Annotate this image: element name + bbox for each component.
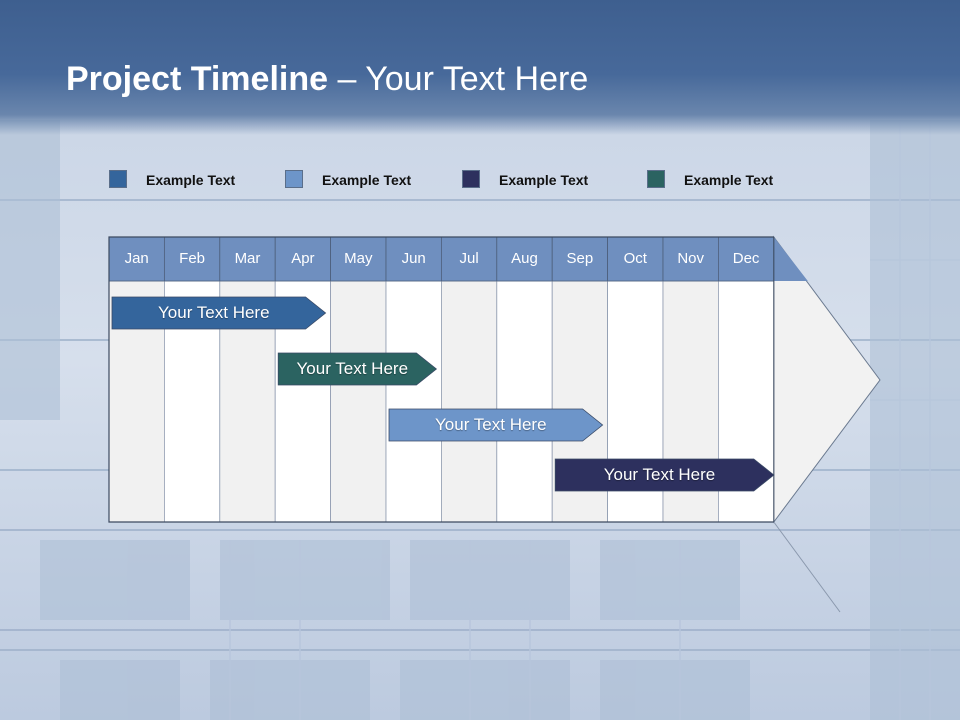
timeline-reflection-line xyxy=(773,521,841,613)
month-header-cell xyxy=(662,236,719,282)
task-bar-label: Your Text Here xyxy=(296,359,409,378)
legend-label: Example Text xyxy=(146,172,236,188)
task-bar xyxy=(554,458,775,492)
legend-label: Example Text xyxy=(684,172,774,188)
month-header-cell xyxy=(385,236,442,282)
timeline-arrow-header-tip xyxy=(773,237,808,281)
month-header-cell xyxy=(440,236,498,282)
task-bar xyxy=(277,352,438,386)
month-header-cell xyxy=(163,236,221,282)
month-column xyxy=(440,280,498,523)
month-column xyxy=(385,280,442,523)
month-label-feb: Feb xyxy=(179,250,206,267)
legend-swatch xyxy=(462,170,480,188)
month-column xyxy=(496,280,553,523)
month-column xyxy=(330,280,387,523)
month-label-jul: Jul xyxy=(459,250,479,267)
legend-swatch xyxy=(647,170,665,188)
month-label-sep: Sep xyxy=(566,250,594,267)
month-label-oct: Oct xyxy=(623,250,647,267)
month-label-jan: Jan xyxy=(124,250,149,267)
month-label-apr: Apr xyxy=(291,250,315,267)
title-bold: Project Timeline xyxy=(66,60,329,98)
month-label-mar: Mar xyxy=(234,250,261,267)
legend-swatch xyxy=(109,170,127,188)
month-label-jun: Jun xyxy=(401,250,426,267)
legend-swatch xyxy=(285,170,303,188)
task-bar xyxy=(388,408,604,442)
month-label-aug: Aug xyxy=(511,250,538,267)
legend-label: Example Text xyxy=(322,172,412,188)
month-header-cell xyxy=(330,236,387,282)
slide-title: Project Timeline – Your Text Here xyxy=(66,60,588,99)
month-header-cell xyxy=(274,236,332,282)
month-label-nov: Nov xyxy=(677,250,705,267)
timeline-border xyxy=(108,236,774,523)
task-bar-label: Your Text Here xyxy=(158,303,270,322)
title-band xyxy=(0,0,960,135)
month-header-cell xyxy=(718,236,775,282)
task-bar xyxy=(111,296,327,330)
task-bar-label: Your Text Here xyxy=(435,415,547,434)
month-label-dec: Dec xyxy=(732,250,760,267)
month-header-cell xyxy=(108,236,165,282)
legend-label: Example Text xyxy=(499,172,589,188)
title-rest: – Your Text Here xyxy=(328,60,589,98)
month-label-may: May xyxy=(344,250,373,267)
task-bar-label: Your Text Here xyxy=(603,465,716,484)
